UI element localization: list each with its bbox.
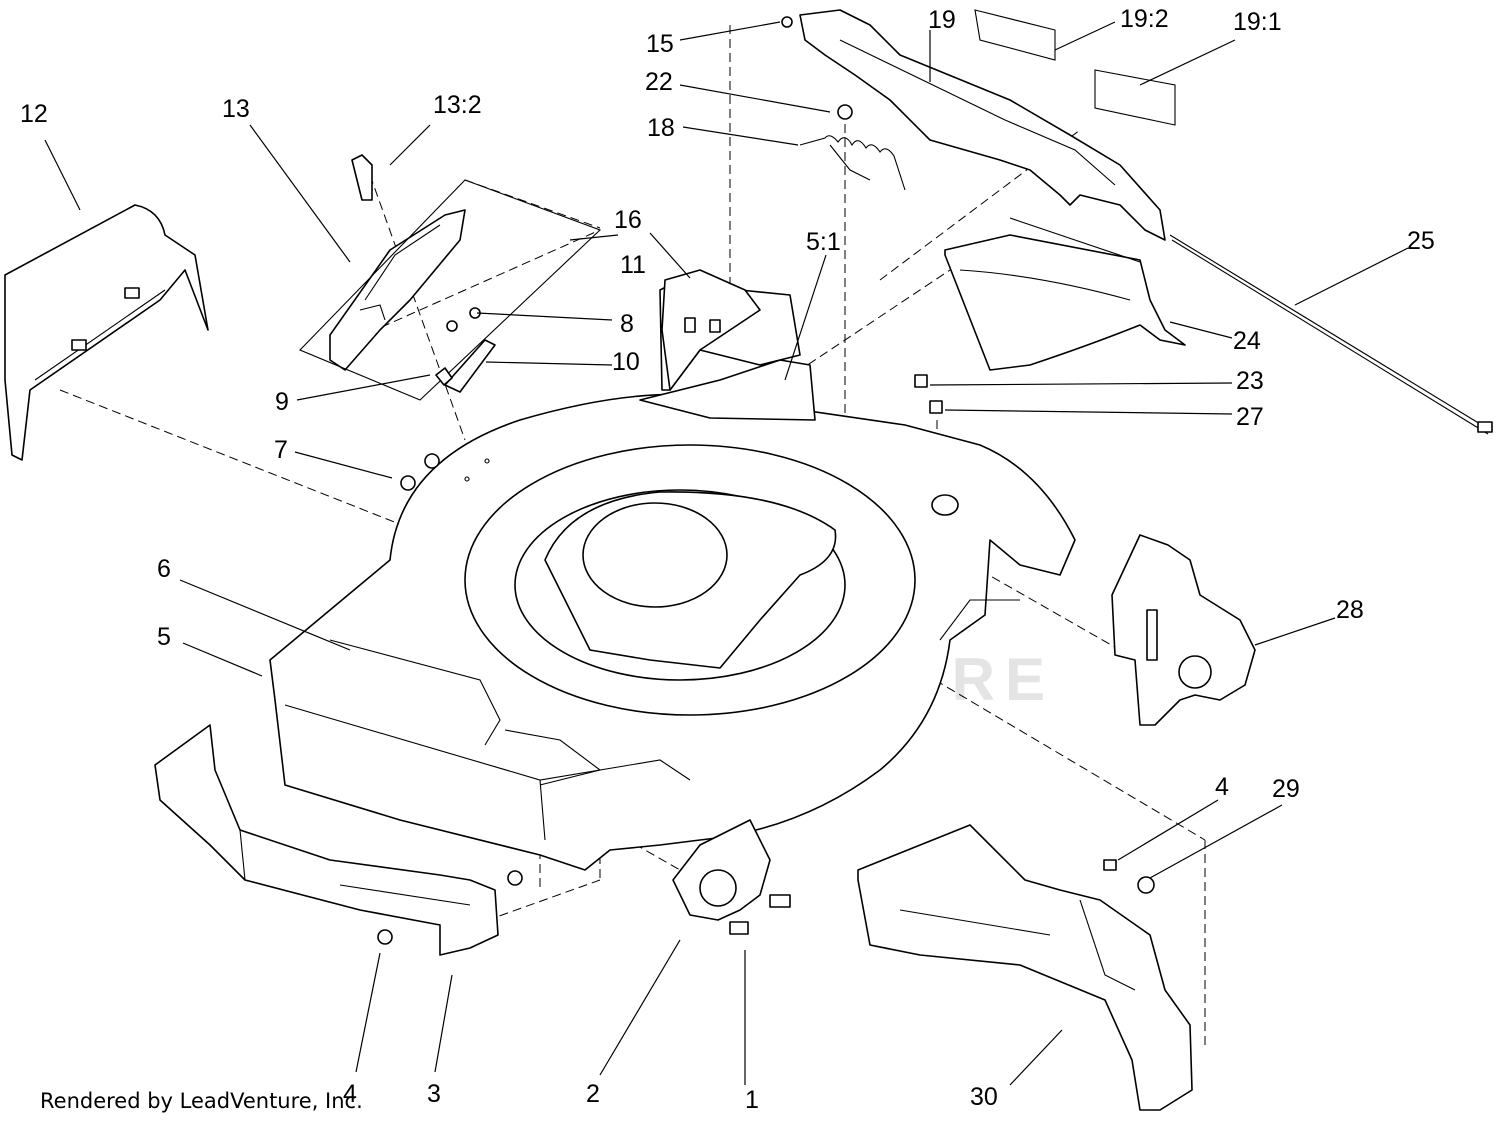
part-12-rear-flap bbox=[4, 204, 209, 461]
callout-8: 8 bbox=[620, 310, 634, 338]
callout-23: 23 bbox=[1236, 367, 1264, 395]
part-19-2-decal bbox=[974, 9, 1056, 61]
part-19-1-decal bbox=[1094, 69, 1176, 126]
callout-6: 6 bbox=[157, 555, 171, 583]
callout-12: 12 bbox=[20, 100, 48, 128]
assembly-lines bbox=[59, 25, 1206, 1050]
part-23-bolt bbox=[914, 374, 928, 388]
credit-text: Rendered by LeadVenture, Inc. bbox=[40, 1089, 363, 1113]
part-3-front-bracket bbox=[154, 724, 523, 956]
callout-4-rear: 4 bbox=[1215, 773, 1229, 801]
callout-1: 1 bbox=[745, 1086, 759, 1114]
callout-18: 18 bbox=[647, 114, 675, 142]
callout-13: 13 bbox=[222, 95, 250, 123]
part-2-adjuster bbox=[672, 819, 791, 935]
callout-15: 15 bbox=[646, 30, 674, 58]
part-16-adjuster bbox=[661, 269, 761, 391]
callout-16: 16 bbox=[614, 206, 642, 234]
callout-13-2: 13:2 bbox=[433, 91, 482, 119]
callout-30: 30 bbox=[970, 1083, 998, 1111]
callout-29: 29 bbox=[1272, 775, 1300, 803]
part-7-nuts bbox=[400, 453, 490, 491]
leader-lines bbox=[44, 21, 1409, 1086]
callout-labels: 1 2 3 4 4 5 5:1 6 7 8 9 10 11 12 13 13:2… bbox=[20, 5, 1435, 1114]
part-24-discharge-chute bbox=[944, 217, 1186, 371]
callout-24: 24 bbox=[1233, 327, 1261, 355]
callout-10: 10 bbox=[612, 348, 640, 376]
deck-pivot-ring bbox=[931, 494, 959, 516]
part-27-bolt bbox=[929, 400, 943, 414]
callout-19-2: 19:2 bbox=[1120, 5, 1169, 33]
part-28-adjuster bbox=[1111, 534, 1256, 726]
part-10-bracket bbox=[435, 307, 496, 393]
part-25-rod bbox=[1169, 234, 1493, 435]
callout-27: 27 bbox=[1236, 403, 1264, 431]
callout-5: 5 bbox=[157, 623, 171, 651]
callout-19: 19 bbox=[928, 6, 956, 34]
callout-19-1: 19:1 bbox=[1233, 8, 1282, 36]
part-13-lever-assembly bbox=[299, 154, 602, 401]
callout-2: 2 bbox=[586, 1080, 600, 1108]
part-18-spring bbox=[799, 135, 906, 191]
callout-11: 11 bbox=[620, 251, 646, 279]
callout-7: 7 bbox=[274, 436, 288, 464]
callout-5-1: 5:1 bbox=[806, 228, 841, 256]
part-19-handle bbox=[781, 9, 1166, 241]
callout-22: 22 bbox=[645, 68, 673, 96]
callout-4-front: 4 bbox=[343, 1080, 357, 1108]
part-30-side-panel bbox=[857, 824, 1193, 1111]
part-22-bolt bbox=[837, 104, 853, 120]
callout-3: 3 bbox=[427, 1080, 441, 1108]
mower-deck bbox=[269, 393, 1076, 871]
callout-28: 28 bbox=[1336, 596, 1364, 624]
callout-9: 9 bbox=[275, 388, 289, 416]
callout-25: 25 bbox=[1407, 227, 1435, 255]
